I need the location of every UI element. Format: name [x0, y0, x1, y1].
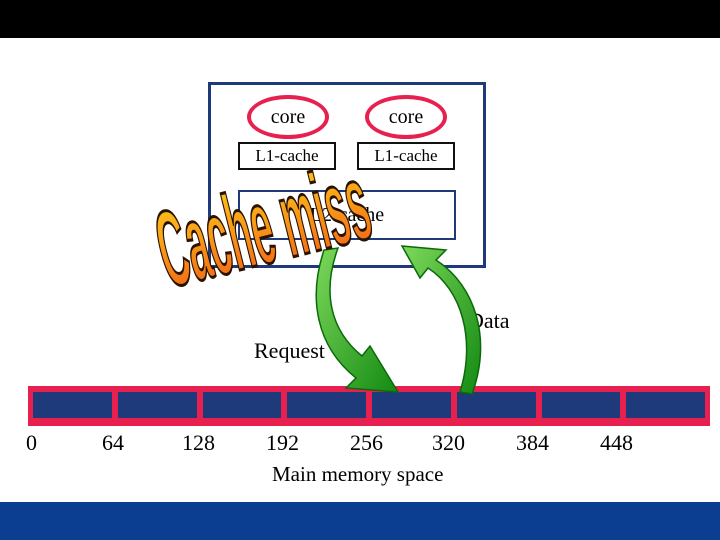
- l1-cache-0-label: L1-cache: [255, 146, 319, 165]
- memory-block: [287, 392, 366, 418]
- l1-cache-0: L1-cache: [238, 142, 336, 170]
- address-tick: 448: [600, 430, 633, 455]
- memory-bar: [28, 386, 710, 426]
- core-0: core: [247, 95, 329, 139]
- address-tick: 0: [26, 430, 37, 455]
- memory-block: [626, 392, 705, 418]
- l2-cache: L2-cache: [238, 190, 456, 240]
- core-1-label: core: [388, 105, 424, 128]
- cache-miss-banner-group: Cache miss: [144, 141, 383, 312]
- address-tick: 320: [432, 430, 465, 455]
- request-arrow-icon: [315, 247, 400, 393]
- core-0-label: core: [270, 105, 306, 128]
- memory-title: Main memory space: [272, 462, 444, 486]
- memory-block: [456, 392, 536, 418]
- address-tick: 64: [102, 430, 124, 455]
- memory-block: [202, 392, 282, 418]
- address-tick: 256: [350, 430, 383, 455]
- core-1: core: [365, 95, 447, 139]
- memory-block: [33, 392, 112, 418]
- bottom-bar: [0, 502, 720, 540]
- address-tick: 192: [266, 430, 299, 455]
- data-arrow-icon: [400, 245, 482, 395]
- cache-miss-banner: Cache miss: [145, 142, 382, 311]
- request-label: Request: [254, 338, 325, 363]
- l2-cache-label: L2-cache: [309, 203, 385, 226]
- l1-cache-1: L1-cache: [357, 142, 455, 170]
- memory-block: [117, 392, 197, 418]
- address-tick: 128: [182, 430, 215, 455]
- address-tick: 384: [516, 430, 549, 455]
- l1-cache-1-label: L1-cache: [374, 146, 438, 165]
- top-bar: [0, 0, 720, 38]
- memory-block: [372, 392, 451, 418]
- memory-block: [541, 392, 621, 418]
